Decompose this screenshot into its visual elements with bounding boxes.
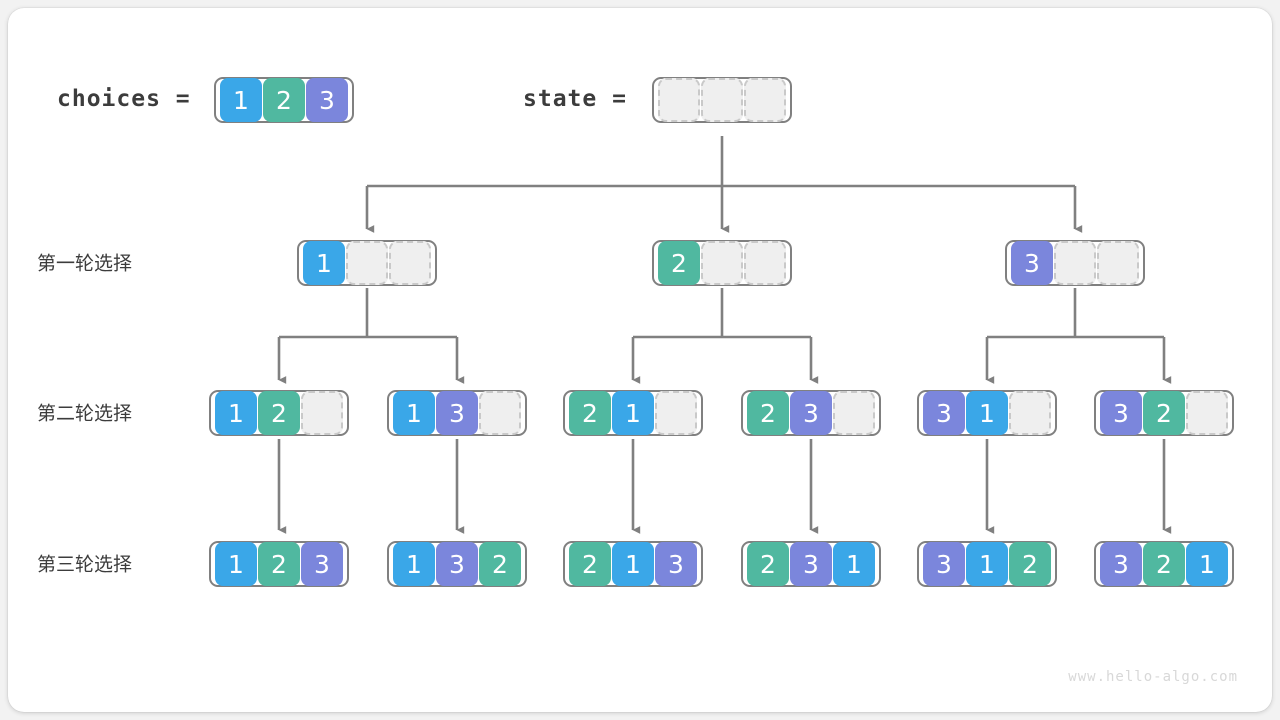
state-array <box>652 77 792 123</box>
round1-array: 2 <box>652 240 792 286</box>
round2-cell <box>832 391 875 435</box>
row-label-round-3: 第三轮选择 <box>37 553 133 576</box>
watermark: www.hello-algo.com <box>1068 669 1238 685</box>
state-cell <box>701 78 743 122</box>
state-cell <box>744 78 786 122</box>
choices-cell: 1 <box>220 78 262 122</box>
round1-cell <box>1053 241 1096 285</box>
round1-array: 3 <box>1005 240 1145 286</box>
round3-cell: 2 <box>258 542 300 586</box>
round1-cell <box>700 241 743 285</box>
round3-cell: 3 <box>790 542 832 586</box>
round3-array: 2 1 3 <box>563 541 703 587</box>
round2-array: 1 2 <box>209 390 349 436</box>
round3-cell: 3 <box>655 542 697 586</box>
round1-array: 1 <box>297 240 437 286</box>
round3-array: 1 2 3 <box>209 541 349 587</box>
round3-cell: 3 <box>436 542 478 586</box>
round1-cell: 3 <box>1011 241 1053 285</box>
round2-cell: 2 <box>257 391 300 435</box>
choices-label: choices = <box>57 86 191 112</box>
round1-cell <box>345 241 388 285</box>
round3-cell: 3 <box>301 542 343 586</box>
round2-cell: 2 <box>569 391 611 435</box>
round3-array: 3 1 2 <box>917 541 1057 587</box>
row-label-round-2: 第二轮选择 <box>37 402 133 425</box>
round3-cell: 2 <box>1009 542 1051 586</box>
row-label-round-1: 第一轮选择 <box>37 252 133 275</box>
round1-cell <box>1096 241 1139 285</box>
round2-cell: 3 <box>1100 391 1142 435</box>
round3-cell: 1 <box>833 542 875 586</box>
round3-cell: 3 <box>1100 542 1142 586</box>
round3-array: 3 2 1 <box>1094 541 1234 587</box>
state-cell <box>658 78 700 122</box>
round2-cell: 1 <box>215 391 257 435</box>
round3-cell: 3 <box>923 542 965 586</box>
round3-cell: 2 <box>747 542 789 586</box>
state-label: state = <box>523 86 627 112</box>
round3-cell: 1 <box>215 542 257 586</box>
round2-cell: 2 <box>1142 391 1185 435</box>
choices-cell: 3 <box>306 78 348 122</box>
choices-array: 1 2 3 <box>214 77 354 123</box>
round2-array: 3 2 <box>1094 390 1234 436</box>
round3-cell: 1 <box>1186 542 1228 586</box>
round3-array: 2 3 1 <box>741 541 881 587</box>
diagram-card <box>8 8 1272 712</box>
round1-cell: 2 <box>658 241 700 285</box>
round2-cell: 2 <box>747 391 789 435</box>
round2-cell: 3 <box>923 391 965 435</box>
round2-cell <box>1185 391 1228 435</box>
round1-cell: 1 <box>303 241 345 285</box>
round1-cell <box>388 241 431 285</box>
round2-array: 1 3 <box>387 390 527 436</box>
round2-cell <box>478 391 521 435</box>
round2-cell: 1 <box>611 391 654 435</box>
round3-cell: 1 <box>612 542 654 586</box>
round2-cell: 1 <box>393 391 435 435</box>
round3-cell: 1 <box>393 542 435 586</box>
round3-array: 1 3 2 <box>387 541 527 587</box>
round2-array: 2 3 <box>741 390 881 436</box>
round1-cell <box>743 241 786 285</box>
round2-cell: 3 <box>789 391 832 435</box>
round3-cell: 2 <box>479 542 521 586</box>
round3-cell: 2 <box>569 542 611 586</box>
round2-cell: 1 <box>965 391 1008 435</box>
round2-cell: 3 <box>435 391 478 435</box>
round2-cell <box>300 391 343 435</box>
round2-array: 3 1 <box>917 390 1057 436</box>
round2-array: 2 1 <box>563 390 703 436</box>
round3-cell: 2 <box>1143 542 1185 586</box>
round2-cell <box>1008 391 1051 435</box>
round2-cell <box>654 391 697 435</box>
choices-cell: 2 <box>263 78 305 122</box>
round3-cell: 1 <box>966 542 1008 586</box>
